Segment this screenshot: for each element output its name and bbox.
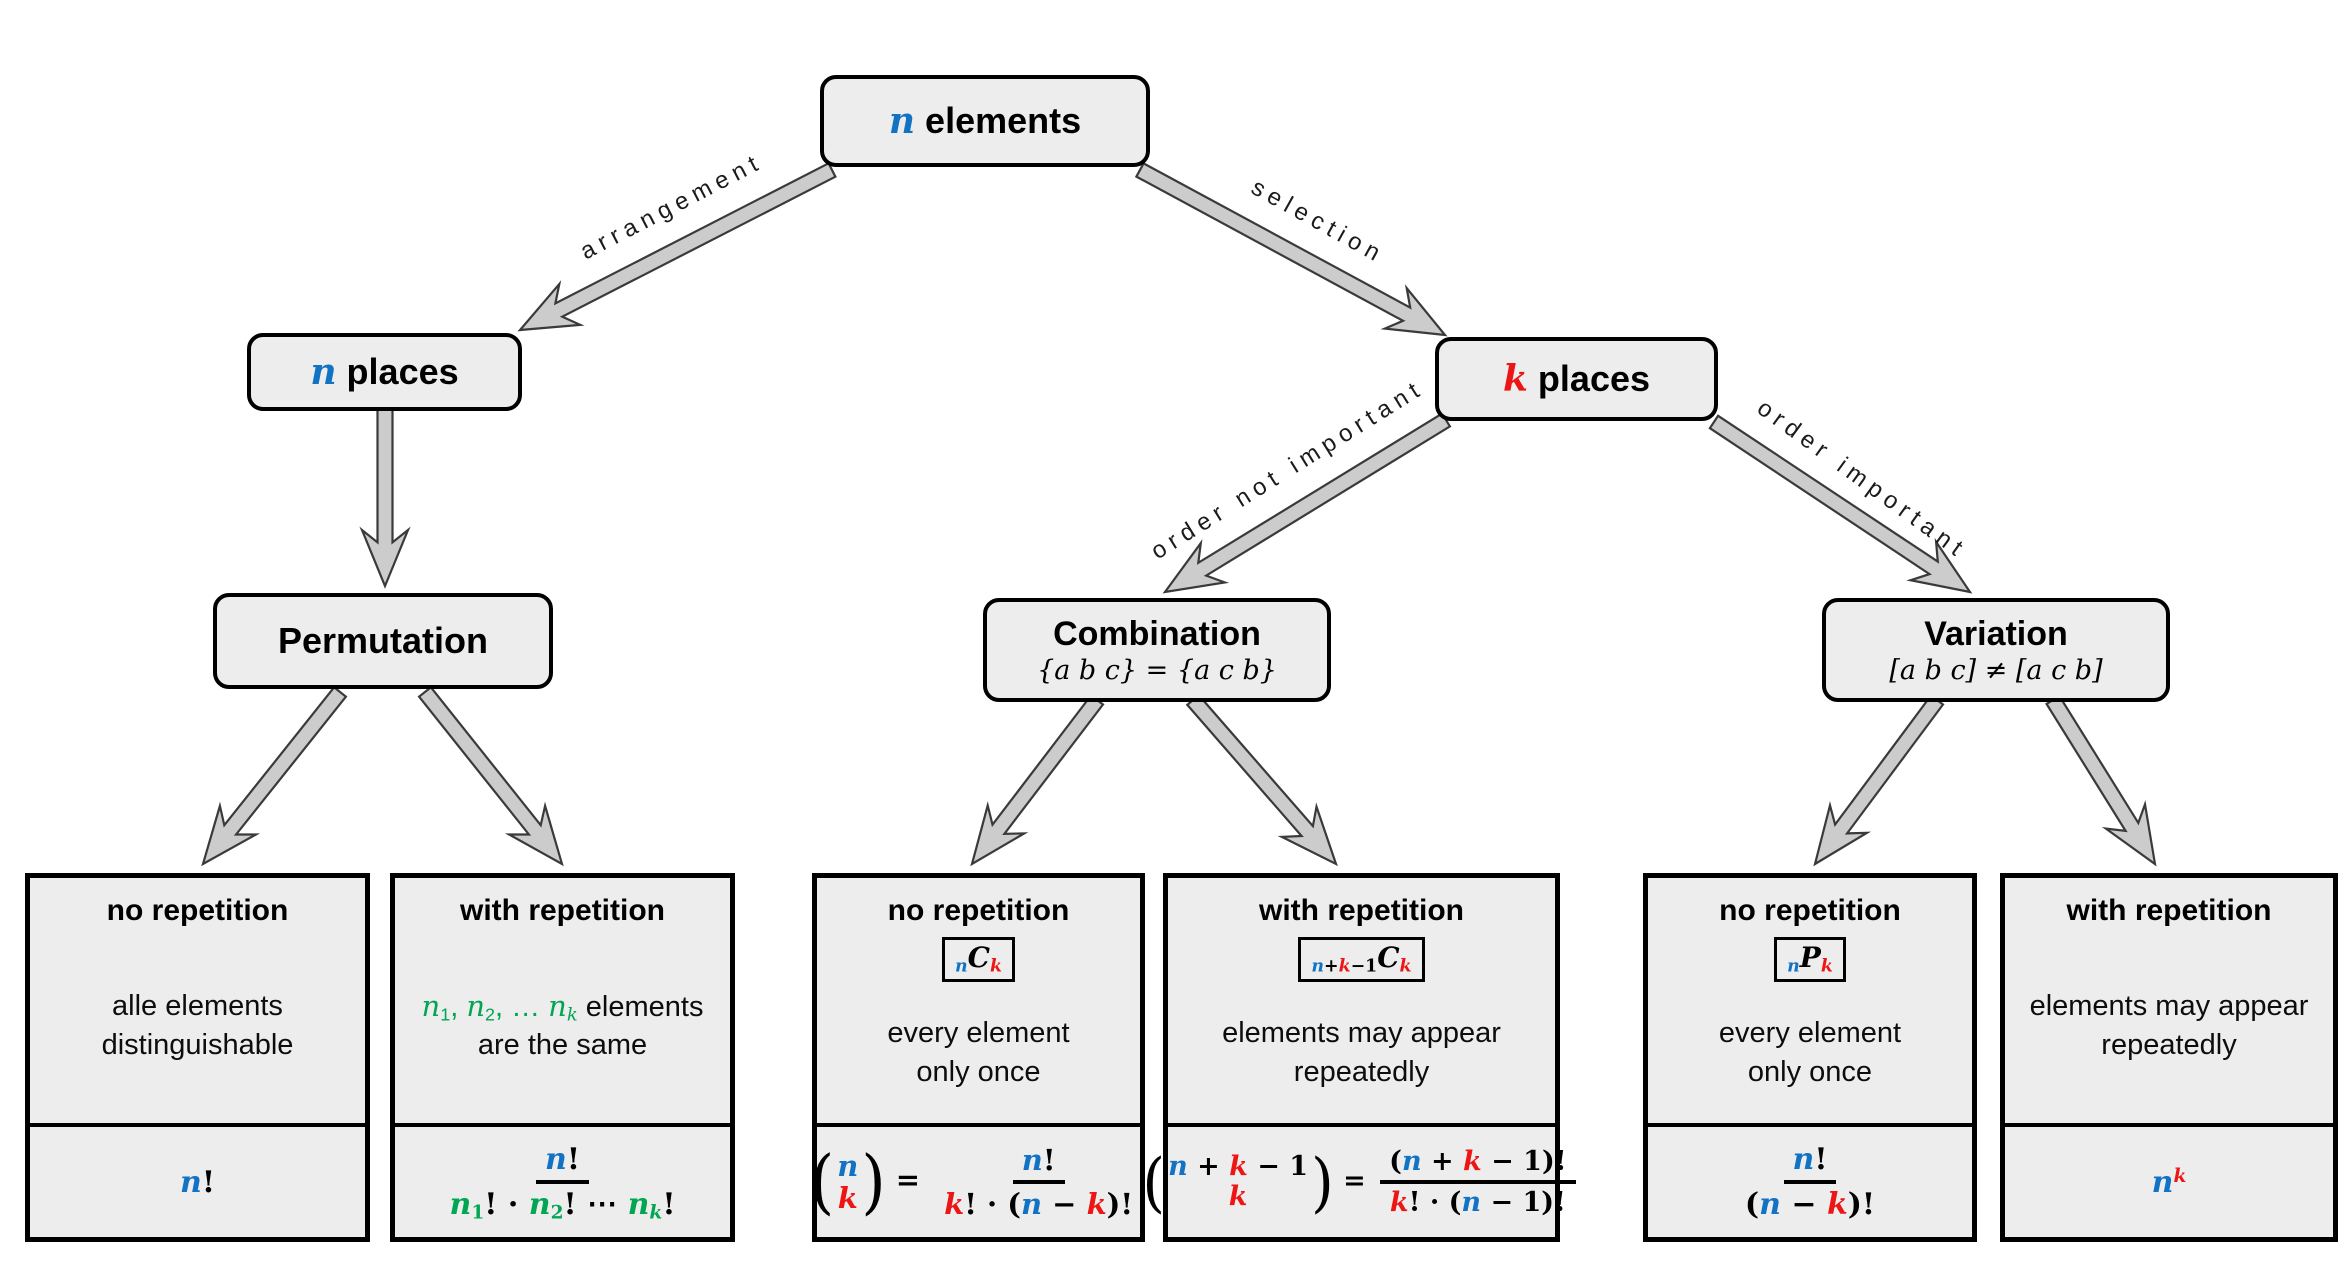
arrow bbox=[1134, 161, 1448, 337]
formula: nk bbox=[2005, 1123, 2333, 1237]
formula: n!n1! · n2! ⋯ nk! bbox=[395, 1123, 730, 1237]
box-heading: with repetition bbox=[2066, 894, 2272, 927]
node-n-places: n places bbox=[247, 333, 522, 411]
node-title: Variation bbox=[1924, 614, 2068, 653]
node-variation: Variation [a b c] ≠ [a c b] bbox=[1822, 598, 2170, 702]
node-title: k places bbox=[1502, 358, 1651, 400]
formula: n!(n − k)! bbox=[1648, 1123, 1972, 1237]
box-heading: no repetition bbox=[106, 894, 289, 927]
arrow bbox=[1185, 693, 1338, 867]
arrow bbox=[2045, 694, 2157, 867]
arrow bbox=[970, 693, 1105, 867]
box-heading: with repetition bbox=[1259, 894, 1464, 927]
notation-badge-nPk: nPk bbox=[1774, 937, 1846, 982]
arrow bbox=[517, 161, 837, 332]
arrow bbox=[417, 685, 564, 867]
node-title: n places bbox=[310, 351, 459, 393]
node-subtitle: {a b c} = {a c b} bbox=[1037, 654, 1277, 686]
node-subtitle: [a b c] ≠ [a c b] bbox=[1889, 654, 2103, 686]
node-combination: Combination {a b c} = {a c b} bbox=[983, 598, 1331, 702]
formula: n! bbox=[30, 1123, 365, 1237]
arrow bbox=[1708, 414, 1973, 594]
node-title: n elements bbox=[888, 100, 1082, 142]
node-permutation: Permutation bbox=[213, 593, 553, 689]
box-heading: no repetition bbox=[1719, 894, 1901, 927]
box-heading: no repetition bbox=[887, 894, 1070, 927]
node-title: Permutation bbox=[277, 620, 489, 661]
outcome-box-combination-with-repetition: with repetition n+k−1Ck elements may app… bbox=[1142, 873, 1576, 1242]
box-heading: with repetition bbox=[460, 894, 665, 927]
node-title: Combination bbox=[1053, 614, 1261, 653]
notation-badge-nCk: nCk bbox=[942, 937, 1015, 982]
arrow bbox=[201, 685, 348, 867]
node-k-places: k places bbox=[1435, 337, 1718, 421]
arrow bbox=[359, 405, 411, 589]
notation-badge-n+k-1Ck: n+k−1Ck bbox=[1298, 937, 1425, 982]
arrow bbox=[1162, 412, 1452, 594]
arrow bbox=[1813, 693, 1945, 867]
description-cell: with repetition n+k−1Ck elements may app… bbox=[1168, 878, 1555, 1123]
node-n-elements: n elements bbox=[820, 75, 1150, 167]
